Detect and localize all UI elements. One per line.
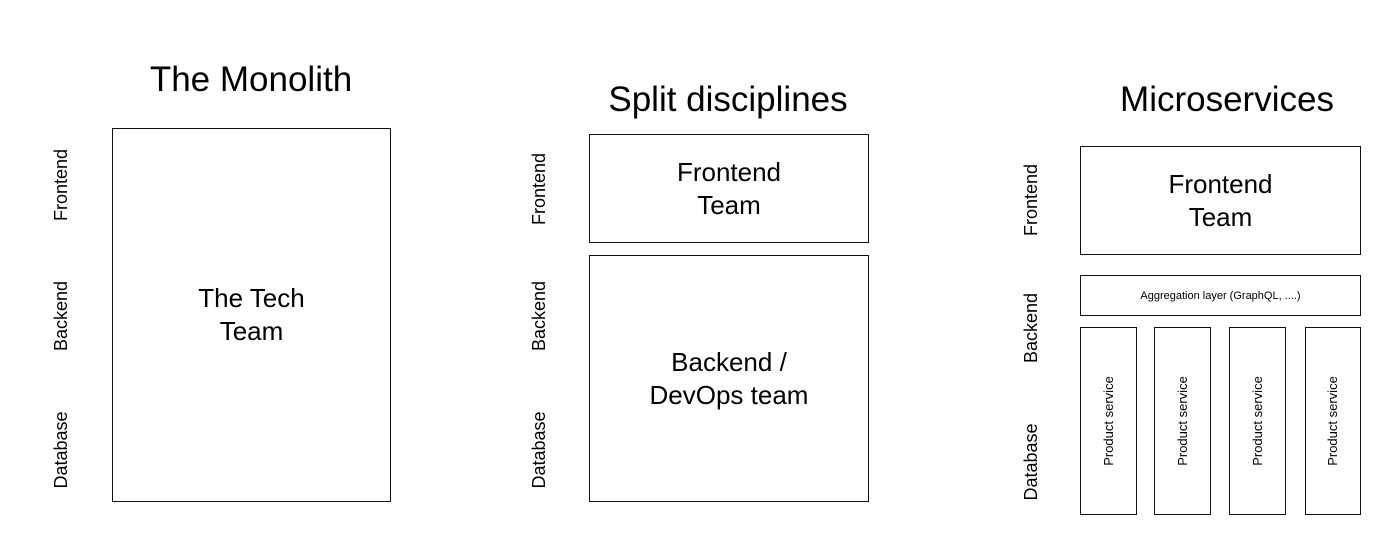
backend-devops-team-label: Backend / DevOps team [649,346,809,410]
tech-team-box: The Tech Team [112,128,391,502]
split-axis-database: Database [529,411,549,489]
backend-devops-team-box: Backend / DevOps team [589,255,869,502]
split-frontend-team-box: Frontend Team [589,134,869,243]
product-service-box: Product service [1080,327,1137,515]
micro-axis-database: Database [1021,423,1041,501]
microservices-title: Microservices [1120,80,1334,119]
micro-frontend-team-label: Frontend Team [1168,168,1273,232]
aggregation-layer-label: Aggregation layer (GraphQL, ....) [1140,289,1301,302]
split-frontend-team-label: Frontend Team [676,156,782,220]
split-disciplines-title: Split disciplines [608,80,848,119]
product-service-box: Product service [1154,327,1211,515]
product-service-label: Product service [1174,376,1190,466]
micro-axis-frontend: Frontend [1021,163,1041,237]
product-service-label: Product service [1100,376,1116,466]
monolith-axis-backend: Backend [51,280,71,352]
split-axis-frontend: Frontend [529,152,549,226]
monolith-axis-database: Database [51,411,71,489]
aggregation-layer-box: Aggregation layer (GraphQL, ....) [1080,275,1361,316]
product-service-label: Product service [1325,376,1340,466]
monolith-axis-frontend: Frontend [51,148,71,222]
monolith-title: The Monolith [149,60,353,99]
product-service-box: Product service [1229,327,1286,515]
split-axis-backend: Backend [529,280,549,352]
tech-team-label: The Tech Team [198,283,305,346]
product-service-box: Product service [1305,327,1361,515]
product-service-label: Product service [1249,376,1265,466]
micro-frontend-team-box: Frontend Team [1080,146,1361,255]
micro-axis-backend: Backend [1021,292,1041,364]
